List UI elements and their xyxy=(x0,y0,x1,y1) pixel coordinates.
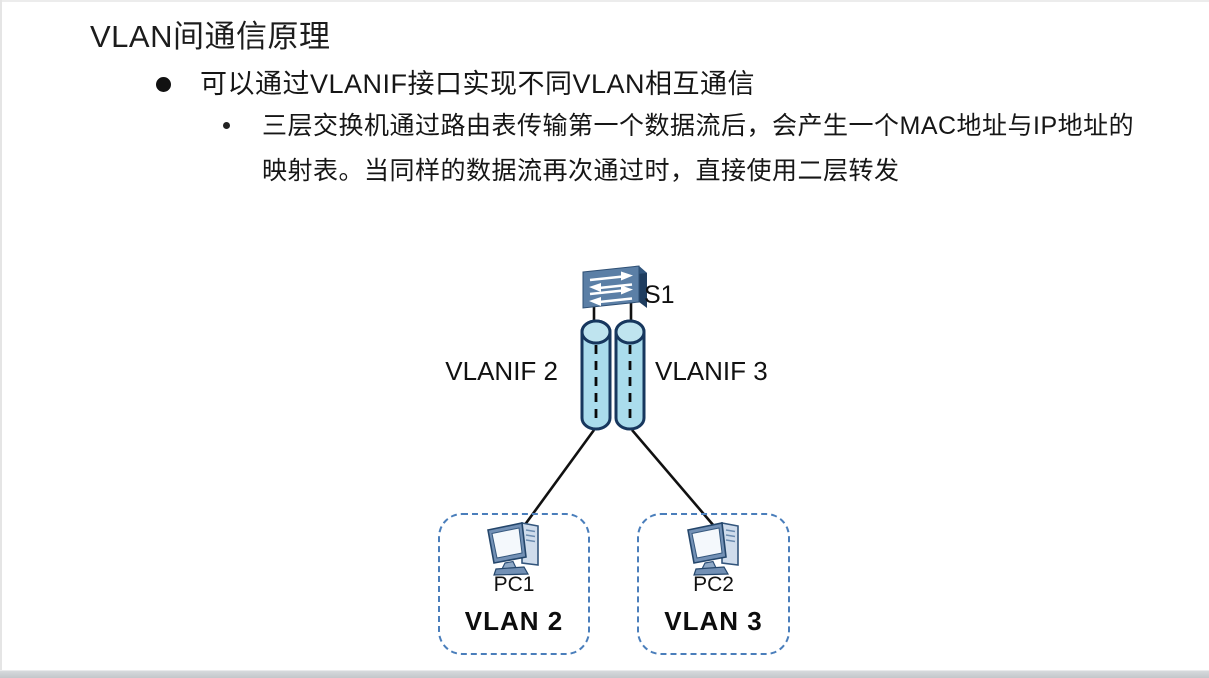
bottom-gray-bar xyxy=(0,670,1209,678)
page-title: VLAN间通信原理 xyxy=(90,19,331,54)
vlanif-left-label: VLANIF 2 xyxy=(445,356,558,386)
pc-icon xyxy=(487,522,539,576)
vlan3-group-box: PC2 VLAN 3 xyxy=(637,513,790,655)
vlanif-pipe-right xyxy=(614,319,646,431)
link-line-right xyxy=(631,429,715,527)
vlan2-label: VLAN 2 xyxy=(464,606,564,636)
pc2-label: PC2 xyxy=(693,573,734,596)
bullet-level2-text: 三层交换机通过路由表传输第一个数据流后，会产生一个MAC地址与IP地址的 映射表… xyxy=(262,104,1134,194)
left-edge-line xyxy=(0,0,2,678)
link-line-left xyxy=(522,429,596,527)
vlanif-pipe-left xyxy=(580,319,612,431)
vlanif-right-label: VLANIF 3 xyxy=(655,356,768,386)
switch-icon xyxy=(582,265,647,309)
vlan2-group-box: PC1 VLAN 2 xyxy=(438,513,590,655)
sub-bullet-dot-icon xyxy=(223,122,230,129)
pc1-label: PC1 xyxy=(493,573,535,596)
bullet-dot-icon xyxy=(156,77,171,92)
bullet-level2-line1: 三层交换机通过路由表传输第一个数据流后，会产生一个MAC地址与IP地址的 xyxy=(262,112,1135,140)
bullet-level2-line2: 映射表。当同样的数据流再次通过时，直接使用二层转发 xyxy=(262,157,900,185)
pc-icon xyxy=(686,522,739,576)
switch-label: S1 xyxy=(644,281,675,309)
bullet-level1-text: 可以通过VLANIF接口实现不同VLAN相互通信 xyxy=(200,69,756,99)
top-edge-line xyxy=(0,0,1209,2)
vlan3-label: VLAN 3 xyxy=(664,606,763,636)
